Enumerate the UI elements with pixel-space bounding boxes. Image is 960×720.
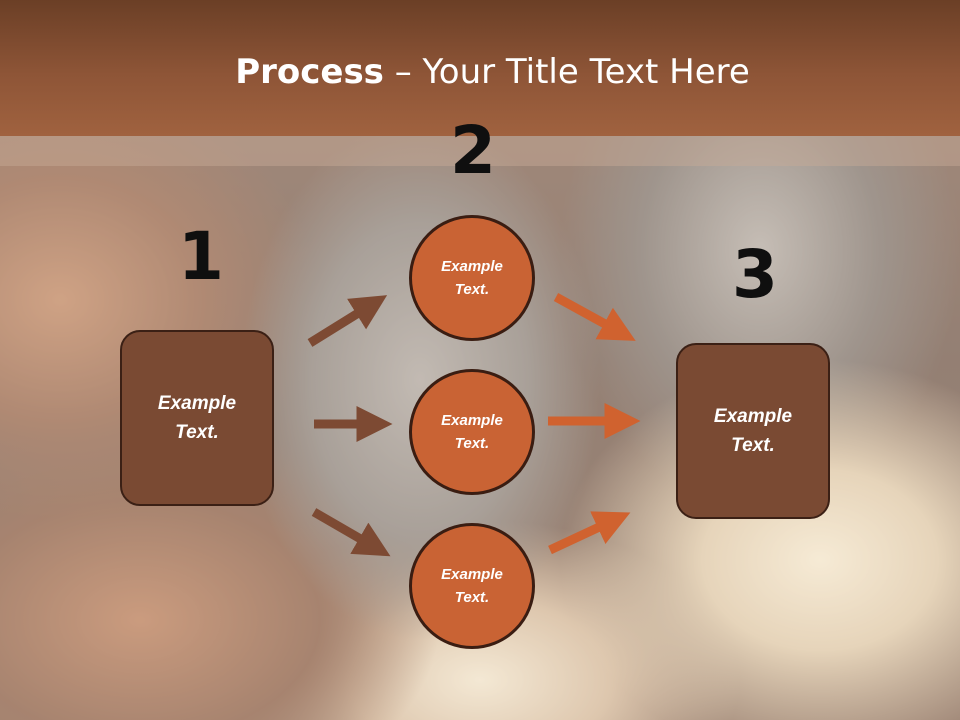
arrow-from-bottom <box>548 511 631 555</box>
step-1-text-line2: Text. <box>175 422 219 443</box>
step-3-box[interactable]: Example Text. <box>676 343 830 519</box>
circle-bottom[interactable]: Example Text. <box>409 523 535 649</box>
arrow-to-bottom <box>311 508 391 557</box>
arrow-to-top <box>307 295 388 347</box>
step-3-text-line2: Text. <box>731 435 775 456</box>
circle-bottom-line2: Text. <box>454 589 490 606</box>
title-rest: – Your Title Text Here <box>383 52 750 92</box>
step-number-3: 3 <box>732 236 778 313</box>
slide-title[interactable]: Process – Your Title Text Here <box>0 52 960 92</box>
circle-top[interactable]: Example Text. <box>409 215 535 341</box>
step-number-1: 1 <box>178 218 224 295</box>
circle-bottom-line1: Example <box>441 566 503 583</box>
circle-top-line1: Example <box>441 258 503 275</box>
title-bar-strip <box>0 136 960 166</box>
title-bar <box>0 0 960 136</box>
title-bold: Process <box>235 52 384 92</box>
circle-middle-line2: Text. <box>454 435 490 452</box>
step-1-box[interactable]: Example Text. <box>120 330 274 506</box>
circle-middle[interactable]: Example Text. <box>409 369 535 495</box>
circle-top-line2: Text. <box>454 281 490 298</box>
circle-middle-line1: Example <box>441 412 503 429</box>
step-number-2: 2 <box>450 112 496 189</box>
arrow-from-top <box>553 293 636 341</box>
step-1-text-line1: Example <box>157 393 237 414</box>
step-3-text-line1: Example <box>713 406 793 427</box>
